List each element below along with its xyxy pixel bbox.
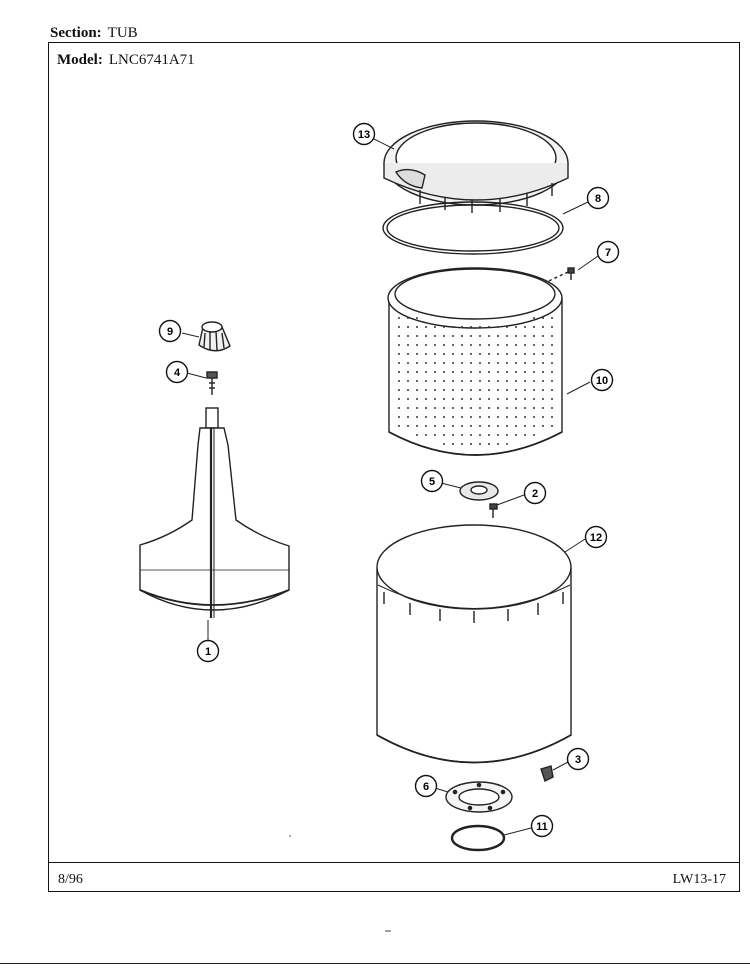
callout-2: 2 [523, 481, 547, 505]
tub-seal-part [450, 824, 506, 852]
model-label: Model: [57, 52, 103, 68]
footer-divider [48, 862, 740, 863]
svg-text:11: 11 [536, 821, 548, 833]
svg-text:4: 4 [174, 367, 181, 379]
svg-text:3: 3 [575, 754, 581, 766]
section-label: Section: [50, 25, 102, 41]
outer-tub-part [376, 524, 572, 764]
section-heading: Section: TUB [50, 25, 138, 42]
tub-gasket-part [382, 201, 564, 255]
model-value: LNC6741A71 [108, 52, 195, 68]
callout-10: 10 [590, 368, 614, 392]
callout-6: 6 [414, 774, 438, 798]
callout-13: 13 [352, 122, 376, 146]
bottom-rule [0, 963, 750, 964]
leader-lines [181, 138, 599, 836]
model-heading: Model: LNC6741A71 [57, 52, 195, 69]
svg-text:1: 1 [205, 646, 211, 658]
section-value: TUB [107, 25, 138, 41]
svg-text:12: 12 [590, 532, 602, 544]
callout-5: 5 [420, 469, 444, 493]
svg-text:6: 6 [423, 781, 429, 793]
callout-11: 11 [530, 814, 554, 838]
scan-speck [289, 835, 291, 837]
flange-gasket-part [445, 781, 513, 813]
ring-screw-part [567, 267, 575, 280]
svg-text:5: 5 [429, 476, 435, 488]
callout-1: 1 [196, 639, 220, 663]
svg-text:9: 9 [167, 326, 173, 338]
callout-4: 4 [165, 360, 189, 384]
wash-basket-part [387, 267, 563, 456]
callout-9: 9 [158, 319, 182, 343]
footer-date: 8/96 [58, 872, 83, 887]
agitator-cap-part [198, 321, 231, 352]
agitator-part [139, 407, 290, 618]
tub-gasket-inner [386, 204, 560, 252]
svg-text:10: 10 [596, 375, 608, 387]
tub-screw-part [489, 503, 498, 518]
svg-text:13: 13 [358, 129, 370, 141]
callout-3: 3 [566, 747, 590, 771]
diagram-frame [48, 42, 740, 892]
callout-7: 7 [596, 240, 620, 264]
svg-text:2: 2 [532, 488, 538, 500]
svg-text:8: 8 [595, 193, 601, 205]
agitator-bolt-part [206, 371, 218, 395]
tub-ring-part [383, 120, 569, 213]
footer-page-code: LW13-17 [672, 872, 726, 887]
washer-part [459, 481, 499, 501]
svg-text:7: 7 [605, 247, 611, 259]
callout-12: 12 [584, 525, 608, 549]
callout-8: 8 [586, 186, 610, 210]
tub-clip-part [540, 765, 554, 782]
